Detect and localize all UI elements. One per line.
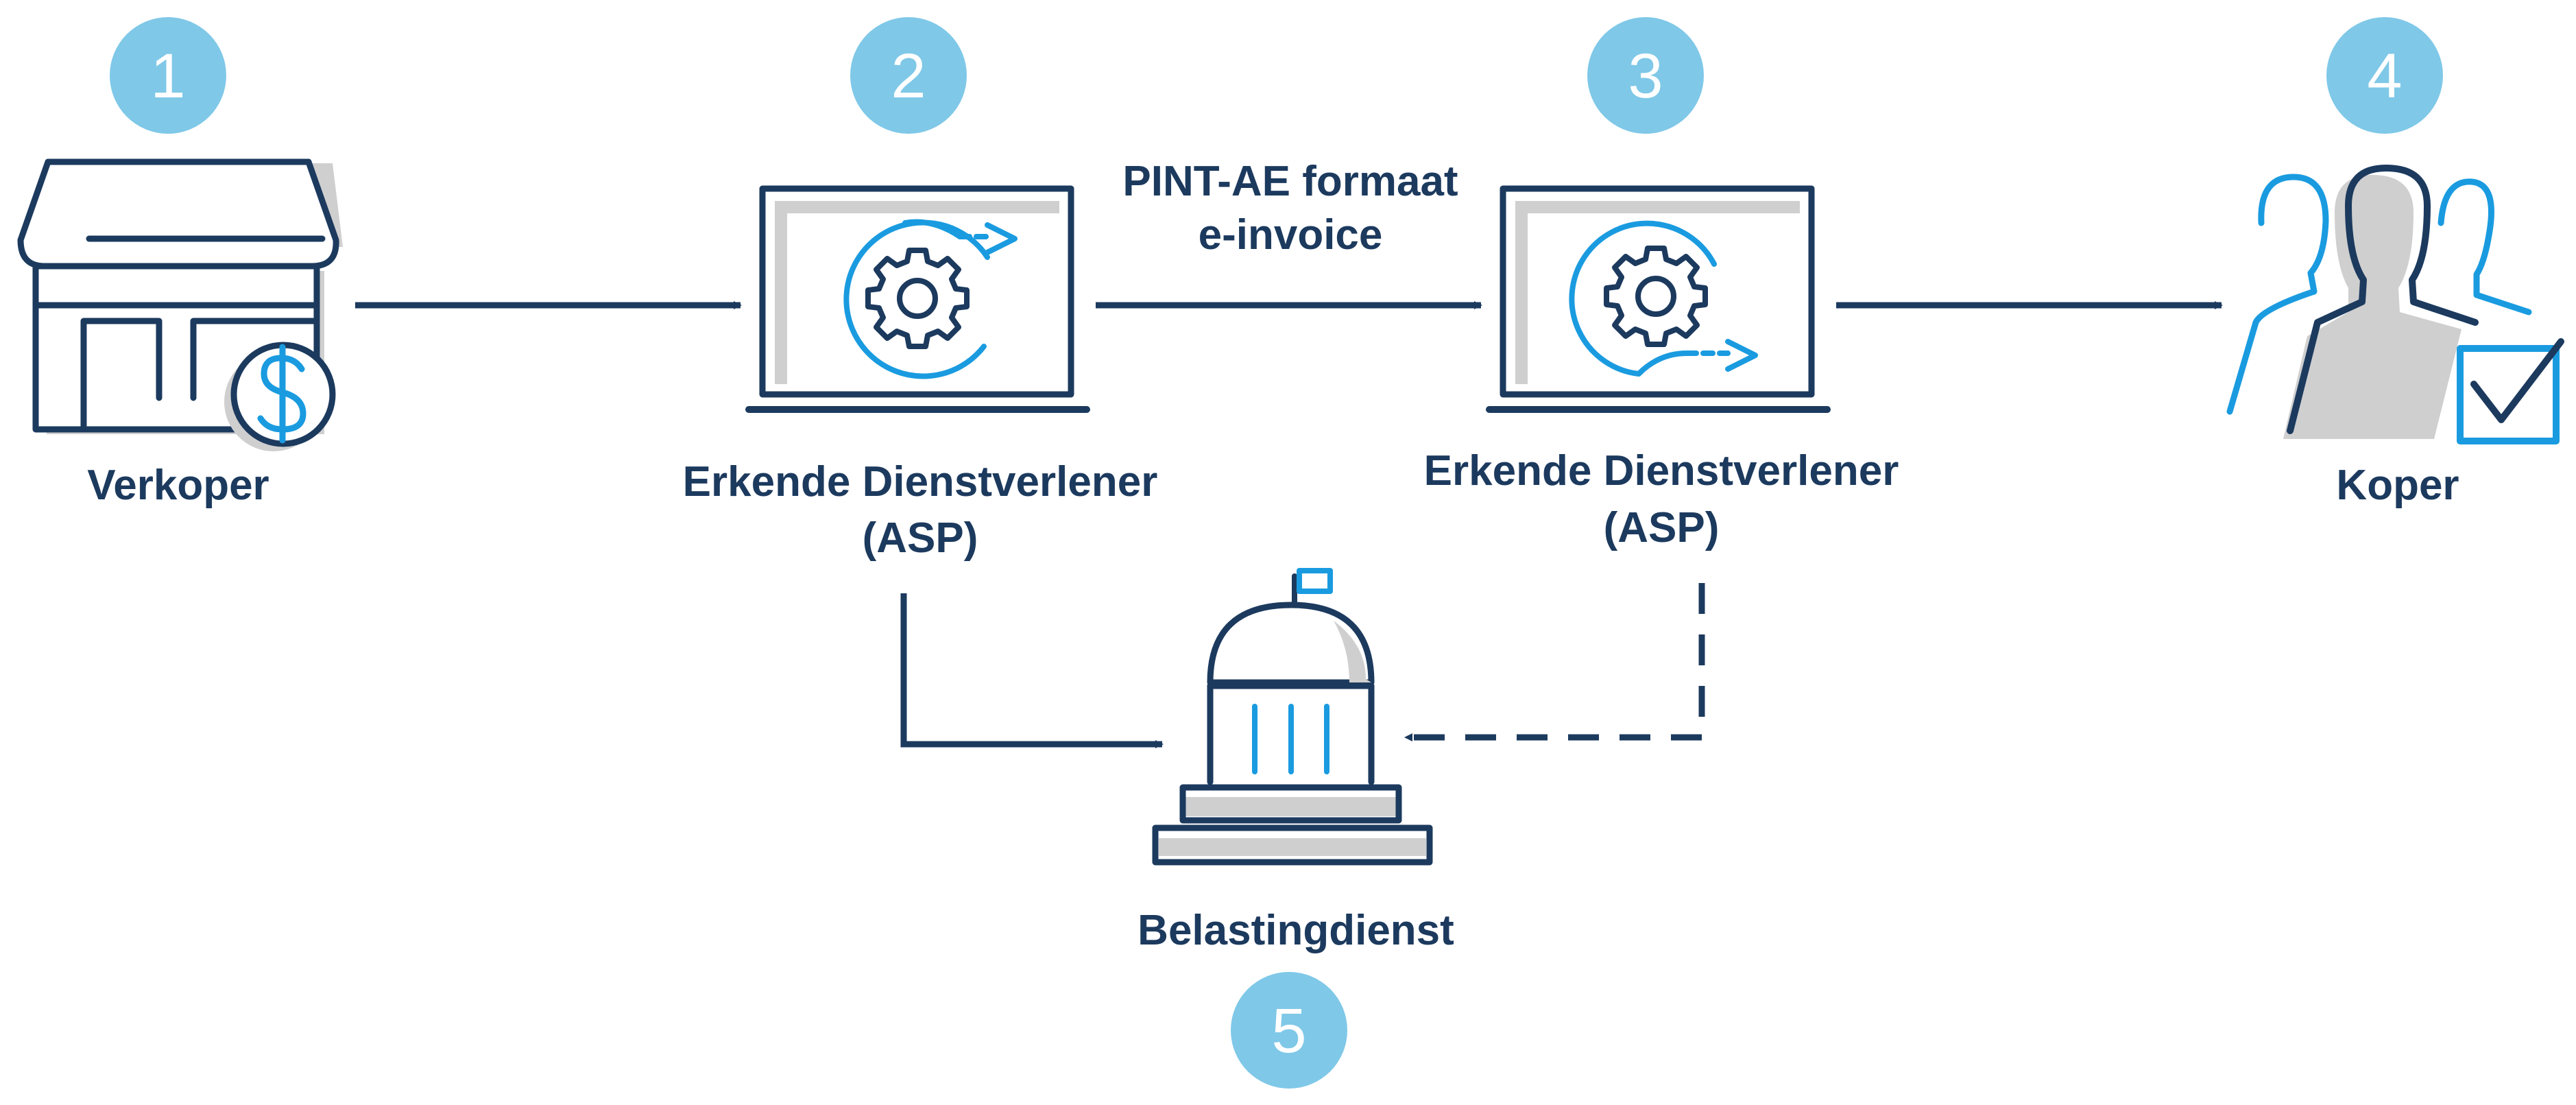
edge-label-line2: e-invoice: [1199, 211, 1383, 259]
step-number-3: 3: [1628, 41, 1663, 111]
government-building-icon: [1152, 568, 1433, 866]
asp-receiver-label-line1: Erkende Dienstverlener: [1424, 447, 1899, 495]
arrow-asp-to-tax-authority: [900, 593, 1164, 748]
laptop-gear-arrow-icon-2: [1486, 185, 1831, 413]
step-number-4: 4: [2367, 41, 2402, 111]
asp-sender-label-line1: Erkende Dienstverlener: [683, 458, 1158, 506]
step-number-2: 2: [891, 41, 926, 111]
step-badge-1: 1: [110, 17, 226, 134]
step-number-5: 5: [1271, 996, 1306, 1066]
tax-authority-label: Belastingdienst: [1137, 907, 1454, 954]
step-badge-2: 2: [850, 17, 967, 134]
asp-sender-label-line2: (ASP): [863, 514, 978, 562]
dashed-arrow-asp-to-tax-authority: [1404, 583, 1705, 741]
people-checkbox-icon: [2226, 165, 2564, 444]
step-badge-4: 4: [2326, 17, 2443, 134]
step-badge-3: 3: [1587, 17, 1704, 134]
step-number-1: 1: [150, 41, 185, 111]
step-badge-5: 5: [1231, 972, 1347, 1089]
edge-label-line1: PINT-AE formaat: [1122, 158, 1458, 205]
buyer-label: Koper: [2336, 462, 2459, 509]
laptop-gear-arrow-icon: [745, 185, 1090, 413]
seller-label: Verkoper: [87, 462, 269, 509]
storefront-dollar-icon: [17, 158, 343, 451]
asp-receiver-label-line2: (ASP): [1604, 504, 1720, 551]
